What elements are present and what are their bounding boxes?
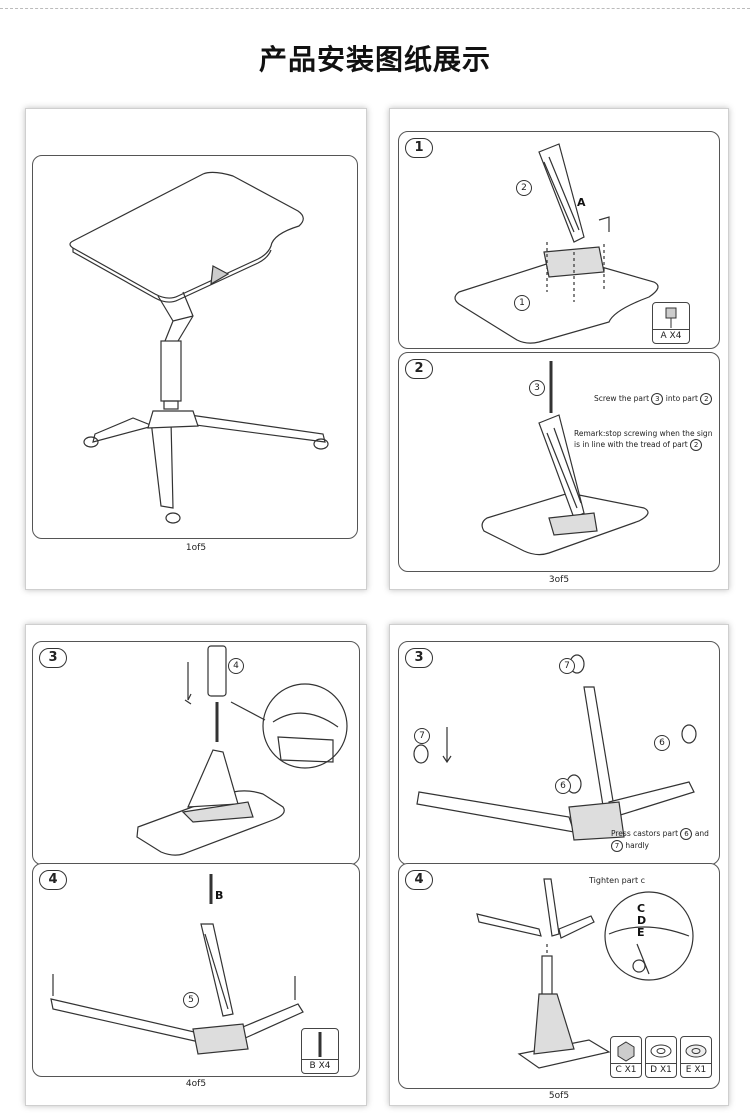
step-number: 1 — [405, 138, 433, 158]
note-text: Screw the part — [594, 394, 650, 403]
page-number: 1of5 — [185, 543, 207, 553]
screw-icon — [665, 307, 677, 328]
step-3-drawing — [136, 645, 348, 856]
step-number: 4 — [39, 870, 67, 890]
step-number: 3 — [405, 648, 433, 668]
step-3-panel: 3 7 7 6 6 Press castors part 6 and 7 har… — [398, 641, 720, 865]
part-ref: 3 — [651, 393, 664, 405]
step-2-panel: 2 3 Screw the part 3 into part 2 Remark:… — [398, 352, 720, 572]
callout-part-1: 1 — [514, 295, 530, 311]
label-c: C — [637, 902, 646, 915]
part-b-box: B X4 — [301, 1028, 339, 1074]
note-text: Remark:stop screwing when the sign — [574, 429, 713, 438]
note-text: hardly — [625, 841, 649, 850]
callout-part-6: 6 — [654, 735, 670, 751]
bolt-icon — [318, 1032, 322, 1057]
part-d-label: D X1 — [646, 1063, 676, 1077]
remark-note: Remark:stop screwing when the sign is in… — [574, 429, 712, 451]
nut-icon — [617, 1041, 635, 1062]
assembled-desk-panel — [32, 155, 358, 539]
label-d: D — [637, 914, 647, 927]
part-e-box: E X1 — [680, 1036, 712, 1078]
part-a-box: A X4 — [652, 302, 690, 344]
callout-part-7: 7 — [559, 658, 575, 674]
callout-part-3: 3 — [529, 380, 545, 396]
sheet-1: 1of5 — [25, 108, 367, 590]
note-text: is in line with the tread of part — [574, 440, 688, 449]
label-e: E — [637, 926, 645, 939]
part-d-box: D X1 — [645, 1036, 677, 1078]
tighten-note: Tighten part c — [589, 876, 646, 885]
note-text: and — [694, 829, 709, 838]
part-e-label: E X1 — [681, 1063, 711, 1077]
step-4-drawing — [50, 874, 304, 1055]
page-number: 4of5 — [185, 1079, 207, 1089]
sheet-3: 3 4 4 B 5 B X — [25, 624, 367, 1106]
step-3-panel: 3 4 — [32, 641, 360, 865]
part-c-label: C X1 — [611, 1063, 641, 1077]
page-number: 3of5 — [548, 575, 570, 585]
step-4-panel: 4 B 5 B X4 — [32, 863, 360, 1077]
callout-part-5: 5 — [183, 992, 199, 1008]
callout-part-6: 6 — [555, 778, 571, 794]
washer-icon — [685, 1044, 707, 1058]
note-text: into part — [665, 394, 698, 403]
sheet-4: 3 7 7 6 6 Press castors part 6 and 7 har… — [389, 624, 729, 1106]
step-1-drawing — [454, 143, 659, 344]
page-title: 产品安装图纸展示 — [258, 43, 491, 76]
label-a: A — [577, 196, 586, 209]
step-4-panel: 4 Tighten part c C D E C X1 D X1 E X1 — [398, 863, 720, 1089]
note-text: Press castors part — [611, 829, 679, 838]
part-a-label: A X4 — [653, 329, 689, 343]
part-ref: 7 — [611, 840, 623, 852]
castors-note: Press castors part 6 and 7 hardly — [611, 828, 709, 852]
part-ref: 6 — [680, 828, 693, 840]
callout-part-4: 4 — [228, 658, 244, 674]
washer-icon — [650, 1044, 672, 1058]
step-number: 2 — [405, 359, 433, 379]
assembled-desk-drawing — [69, 171, 329, 524]
top-divider — [0, 8, 750, 9]
label-b: B — [215, 889, 224, 902]
step-number: 3 — [39, 648, 67, 668]
part-b-label: B X4 — [302, 1059, 338, 1073]
callout-part-7: 7 — [414, 728, 430, 744]
part-c-box: C X1 — [610, 1036, 642, 1078]
step-1-panel: 1 2 1 A A X4 — [398, 131, 720, 349]
screw-note: Screw the part 3 into part 2 — [594, 393, 713, 405]
part-ref: 2 — [690, 439, 703, 451]
sheet-2: 1 2 1 A A X4 2 3 Screw the p — [389, 108, 729, 590]
step-4-drawing — [476, 878, 694, 1069]
step-number: 4 — [405, 870, 433, 890]
callout-part-2: 2 — [516, 180, 532, 196]
part-ref: 2 — [700, 393, 713, 405]
step-2-drawing — [481, 361, 649, 556]
page-number: 5of5 — [548, 1091, 570, 1101]
